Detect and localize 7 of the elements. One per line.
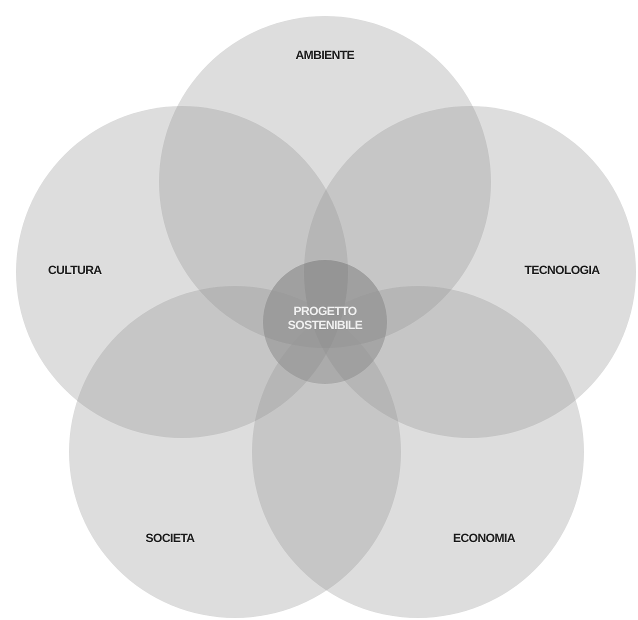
circle-label: SOCIETA: [146, 531, 194, 545]
venn-circle: [252, 286, 584, 618]
circle-label: PROGETTO SOSTENIBILE: [286, 304, 364, 332]
circle-label: TECNOLOGIA: [524, 263, 600, 277]
circle-label: CULTURA: [48, 263, 102, 277]
circle-label: ECONOMIA: [453, 531, 515, 545]
circle-label: AMBIENTE: [296, 48, 354, 62]
